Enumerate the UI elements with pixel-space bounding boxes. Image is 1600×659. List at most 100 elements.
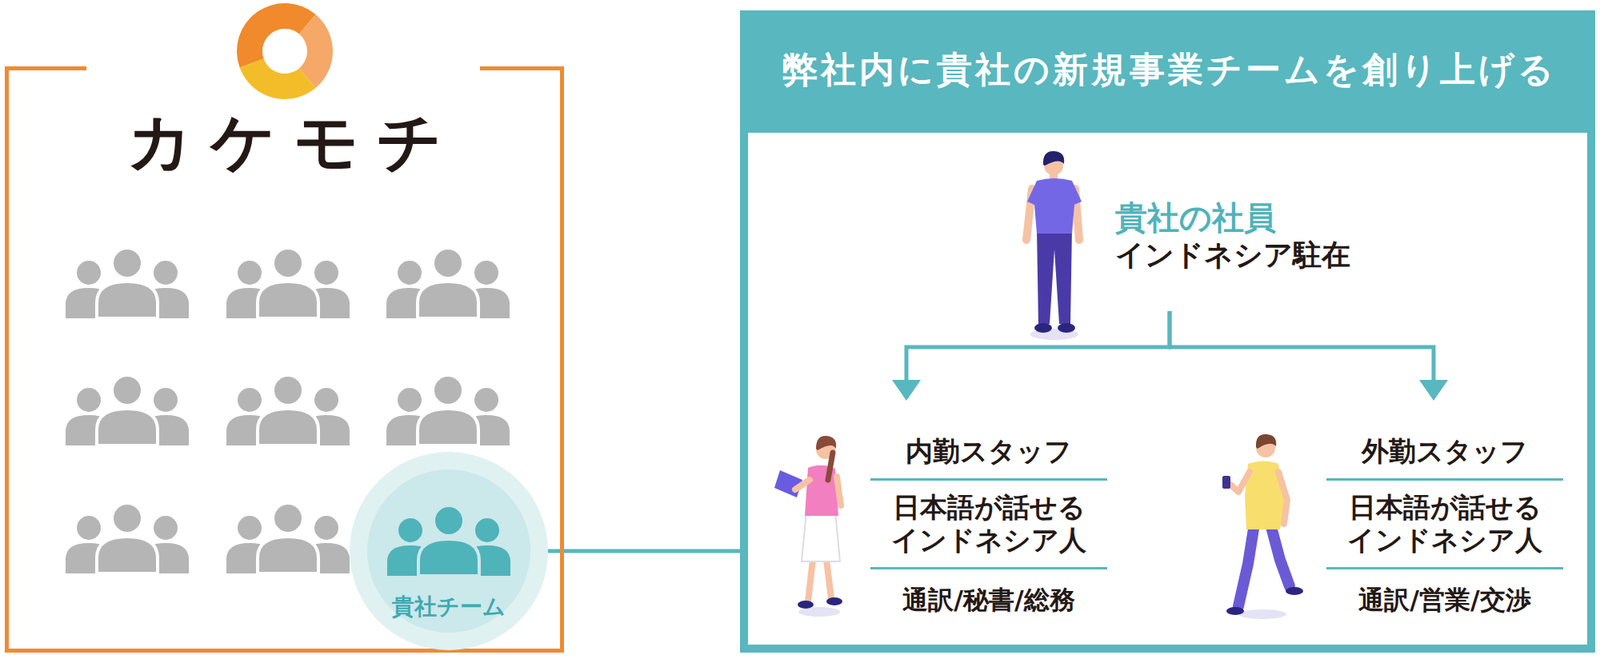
company-frame: カケモチ貴社チーム — [4, 66, 564, 653]
person-head — [314, 388, 339, 412]
person-head — [397, 260, 422, 285]
logo-segment — [240, 59, 316, 100]
leg — [808, 560, 813, 602]
person-figure — [96, 503, 158, 574]
staff-title: 内勤スタッフ — [870, 431, 1108, 481]
shoe — [826, 597, 843, 606]
arm — [1278, 472, 1288, 524]
hair — [1043, 151, 1064, 166]
arm — [795, 480, 810, 490]
shoe — [797, 600, 814, 609]
shoe — [1226, 607, 1244, 616]
person-head — [475, 518, 500, 543]
person-head — [272, 375, 304, 406]
team-circle-shape — [349, 452, 548, 651]
person-head — [237, 516, 262, 540]
panel-heading: 弊社内に貴社の新規事業チームを創り上げる — [748, 45, 1588, 94]
person-figure — [417, 248, 479, 319]
role-heading: 貴社の社員 — [1115, 198, 1392, 237]
people-icon — [226, 248, 350, 319]
person-head — [314, 260, 339, 285]
braid — [828, 452, 833, 480]
staff-title: 外勤スタッフ — [1326, 431, 1564, 481]
header-band: 弊社内に貴社の新規事業チームを創り上げる — [748, 18, 1588, 133]
person-head — [474, 388, 499, 412]
person-figure — [96, 248, 158, 319]
person-head — [398, 518, 423, 543]
logo-mark — [236, 3, 333, 100]
phone — [1222, 476, 1231, 489]
employee-group: 貴社の社員インドネシア駐在 — [1008, 144, 1392, 312]
shoe — [1285, 587, 1304, 596]
people-icon — [65, 248, 189, 319]
person-figure — [96, 375, 158, 446]
hair — [816, 436, 836, 451]
frame-top-right — [480, 66, 564, 71]
person-body — [257, 281, 319, 319]
employee-figure — [1026, 151, 1082, 340]
person-head — [112, 248, 143, 279]
person-head — [153, 260, 178, 285]
leg — [1238, 524, 1255, 607]
person-head — [153, 388, 178, 412]
shoe — [1034, 323, 1052, 333]
skirt — [801, 512, 840, 562]
team-circle: 貴社チーム — [349, 452, 548, 651]
person-head — [112, 503, 143, 534]
person-figure — [257, 503, 319, 574]
people-icon — [387, 505, 511, 576]
person-head — [314, 516, 339, 540]
connector — [548, 549, 740, 554]
arm — [1230, 472, 1250, 492]
person-head — [237, 260, 262, 285]
people-icon — [386, 248, 510, 319]
person-body — [418, 539, 480, 576]
people-icon — [226, 375, 350, 446]
top — [804, 465, 839, 516]
frame-top-left — [4, 66, 87, 71]
staff-profile: 日本語が話せる インドネシア人 — [870, 480, 1108, 570]
person-figure — [257, 248, 319, 319]
person-head — [112, 375, 143, 406]
people-icon — [65, 503, 189, 574]
team-label: 貴社チーム — [349, 452, 548, 621]
shoe — [1057, 323, 1076, 333]
arm — [836, 476, 841, 506]
connector — [1169, 311, 1434, 398]
people-icon — [65, 375, 189, 446]
person-body — [96, 536, 158, 574]
pants — [1036, 228, 1072, 324]
leg — [826, 560, 832, 599]
person-head — [153, 516, 178, 540]
connector — [906, 311, 1170, 398]
staff-duties: 通訳/営業/交渉 — [1326, 569, 1564, 619]
shirt — [1027, 178, 1082, 234]
person-head — [76, 388, 101, 412]
person-head — [237, 388, 262, 412]
person-head — [397, 388, 422, 412]
people-icon — [386, 375, 510, 446]
person-head — [474, 260, 499, 285]
circle-outer — [349, 452, 548, 651]
inside-staff-figure — [774, 436, 843, 617]
leg — [1270, 524, 1290, 587]
person-figure — [418, 505, 480, 576]
project-panel: 弊社内に貴社の新規事業チームを創り上げる貴社の社員インドネシア駐在内勤スタッフ日… — [740, 10, 1596, 653]
person-head — [432, 375, 464, 406]
staff-profile: 日本語が話せる インドネシア人 — [1326, 480, 1564, 570]
person-head — [272, 503, 304, 534]
person-figure — [257, 375, 319, 446]
person-head — [272, 248, 304, 279]
person-body — [417, 281, 479, 319]
hair — [1256, 434, 1276, 449]
person-figure — [417, 375, 479, 446]
person-body — [417, 408, 479, 446]
person-body — [257, 536, 319, 574]
outside-staff-figure — [1222, 434, 1304, 620]
person-body — [96, 281, 158, 319]
company-logo-text: カケモチ — [8, 66, 560, 183]
staff-box: 内勤スタッフ日本語が話せる インドネシア人通訳/秘書/総務 — [870, 404, 1108, 619]
person-head — [432, 248, 464, 279]
person-head — [76, 260, 101, 285]
